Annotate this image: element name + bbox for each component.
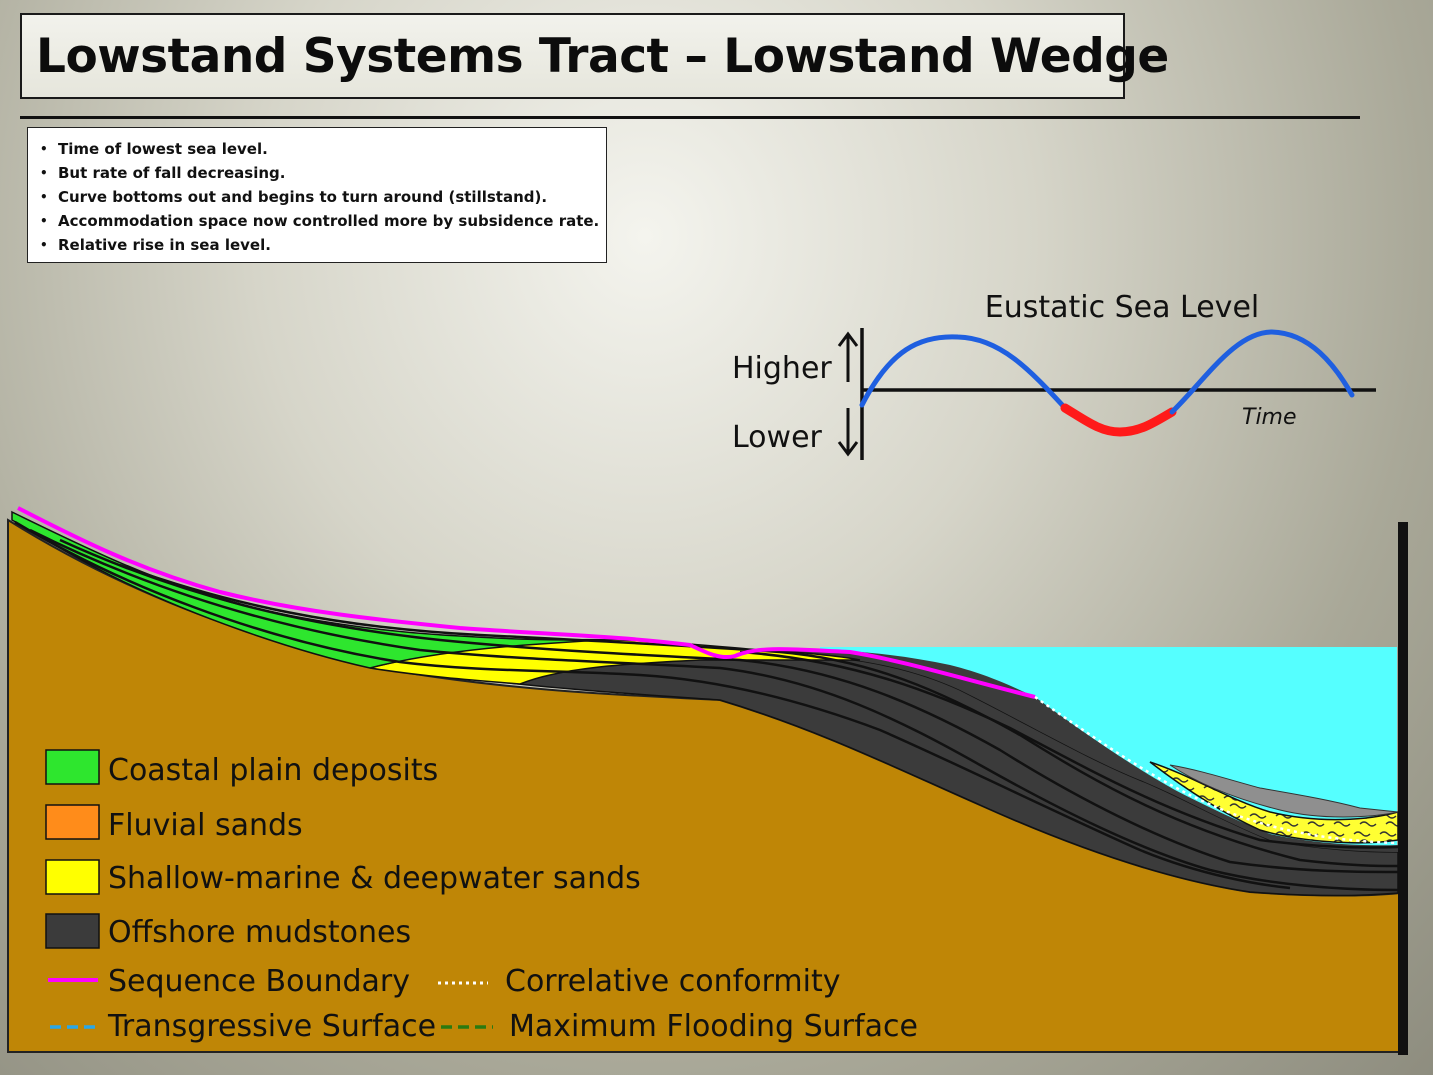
sea-level-curve-second <box>1169 329 1355 415</box>
legend-label-transgressive-surface: Transgressive Surface <box>107 1009 436 1044</box>
stratal-lines <box>14 520 1399 892</box>
sea-level-curve-rise <box>859 334 1068 411</box>
higher-label: Higher <box>732 351 832 386</box>
legend: Coastal plain deposits Fluvial sands Sha… <box>45 749 918 1044</box>
lowstand-highlight <box>1060 403 1177 437</box>
legend-label-coastal-plain: Coastal plain deposits <box>108 753 438 788</box>
title-rule <box>20 116 1360 119</box>
legend-swatch-mudstones <box>45 913 100 949</box>
legend-label-mudstones: Offshore mudstones <box>108 915 411 950</box>
bullet-item: Curve bottoms out and begins to turn aro… <box>40 185 606 209</box>
legend-swatch-fluvial <box>45 804 100 840</box>
up-arrow-icon <box>837 331 859 382</box>
bullet-item: Accommodation space now controlled more … <box>40 209 606 233</box>
bullet-item: Time of lowest sea level. <box>40 137 606 161</box>
legend-swatch-shallow-sands <box>45 859 100 895</box>
down-arrow-icon <box>837 408 859 457</box>
sequence-boundary-line <box>17 506 1036 699</box>
page-title: Lowstand Systems Tract – Lowstand Wedge <box>36 29 1169 84</box>
legend-label-sequence-boundary: Sequence Boundary <box>108 964 410 999</box>
bullet-item: But rate of fall decreasing. <box>40 161 606 185</box>
legend-swatch-coastal-plain <box>45 749 100 785</box>
lower-label: Lower <box>732 420 823 455</box>
bullet-box: Time of lowest sea level. But rate of fa… <box>27 127 607 263</box>
bullet-item: Relative rise in sea level. <box>40 233 606 257</box>
section-right-edge <box>1398 522 1408 1055</box>
legend-label-mfs: Maximum Flooding Surface <box>509 1009 918 1044</box>
cross-section <box>7 506 1408 1055</box>
title-box: Lowstand Systems Tract – Lowstand Wedge <box>20 13 1169 99</box>
time-label: Time <box>1242 405 1297 430</box>
correlative-conformity-line <box>1034 695 1399 845</box>
legend-label-correlative-conformity: Correlative conformity <box>505 964 840 999</box>
sea-level-title: Eustatic Sea Level <box>985 290 1259 325</box>
sea-level-chart: Eustatic Sea Level Higher Lower Time <box>732 290 1376 460</box>
legend-label-shallow-sands: Shallow-marine & deepwater sands <box>108 861 641 896</box>
legend-label-fluvial: Fluvial sands <box>108 808 303 843</box>
